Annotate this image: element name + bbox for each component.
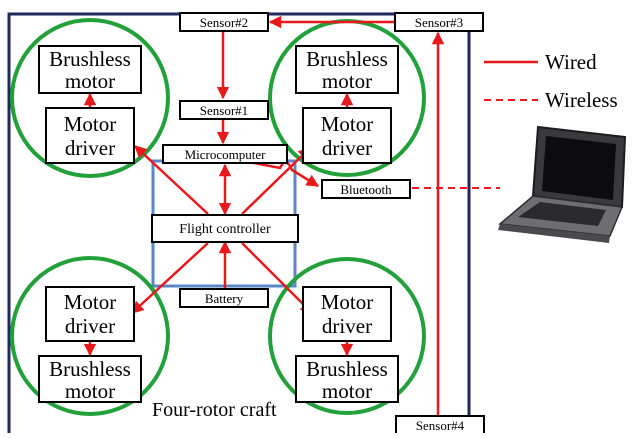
legend-wired-label: Wired <box>545 50 597 74</box>
sensor-2-label: Sensor#2 <box>200 15 248 30</box>
rotor-circle-bottom-left <box>10 256 170 416</box>
battery-box: Battery <box>179 288 269 308</box>
motor-driver-label-line1: Motor <box>321 290 374 314</box>
sensor-2: Sensor#2 <box>179 12 269 32</box>
sensor-4: Sensor#4 <box>395 415 485 435</box>
flight-controller-label: Flight controller <box>179 222 271 237</box>
laptop-icon <box>498 125 627 243</box>
rotor-circle-bottom-right <box>268 257 426 415</box>
brushless-motor-label-line2: motor <box>322 69 372 93</box>
sensor-4-label: Sensor#4 <box>416 418 465 433</box>
rotor-unit-top-left: Brushless motor Motor driver <box>38 45 142 164</box>
bluetooth-label: Bluetooth <box>340 182 392 197</box>
rotor-circle-top-left <box>10 18 170 178</box>
brushless-motor-label-line2: motor <box>65 379 115 403</box>
brushless-motor-box <box>295 355 399 403</box>
motor-driver-label-line2: driver <box>65 314 115 338</box>
brushless-motor-label-line1: Brushless <box>306 47 388 71</box>
brushless-motor-box <box>295 45 399 94</box>
motor-driver-label-line1: Motor <box>321 112 374 136</box>
rotor-unit-bottom-left: Motor driver Brushless motor <box>38 286 142 403</box>
brushless-motor-box <box>38 45 142 94</box>
sensor-1: Sensor#1 <box>179 100 269 120</box>
microcomputer-label: Microcomputer <box>185 147 267 162</box>
sensor-1-label: Sensor#1 <box>200 103 248 118</box>
brushless-motor-label-line1: Brushless <box>306 357 388 381</box>
motor-driver-label-line1: Motor <box>64 290 117 314</box>
flight-controller-box: Flight controller <box>151 214 299 243</box>
legend: Wired Wireless <box>484 50 618 112</box>
motor-driver-box <box>45 107 135 164</box>
wire-connections <box>83 15 445 415</box>
motor-driver-box <box>45 286 135 342</box>
rotor-unit-top-right: Brushless motor Motor driver <box>295 45 399 164</box>
bluetooth-box: Bluetooth <box>321 179 411 199</box>
brushless-motor-label-line2: motor <box>322 379 372 403</box>
sensor-3: Sensor#3 <box>394 12 484 32</box>
legend-wireless-label: Wireless <box>545 88 618 112</box>
battery-label: Battery <box>205 291 244 306</box>
rotor-unit-bottom-right: Motor driver Brushless motor <box>295 286 399 403</box>
motor-driver-box <box>302 286 392 342</box>
brushless-motor-label-line1: Brushless <box>49 357 131 381</box>
brushless-motor-label-line2: motor <box>65 69 115 93</box>
sensor-3-label: Sensor#3 <box>415 15 463 30</box>
motor-driver-label-line1: Motor <box>64 112 117 136</box>
motor-driver-label-line2: driver <box>322 136 372 160</box>
craft-label: Four-rotor craft <box>152 399 277 421</box>
motor-driver-label-line2: driver <box>65 136 115 160</box>
motor-driver-label-line2: driver <box>322 314 372 338</box>
motor-driver-box <box>302 107 392 164</box>
brushless-motor-box <box>38 355 142 403</box>
brushless-motor-label-line1: Brushless <box>49 47 131 71</box>
microcomputer-box: Microcomputer <box>162 144 288 164</box>
